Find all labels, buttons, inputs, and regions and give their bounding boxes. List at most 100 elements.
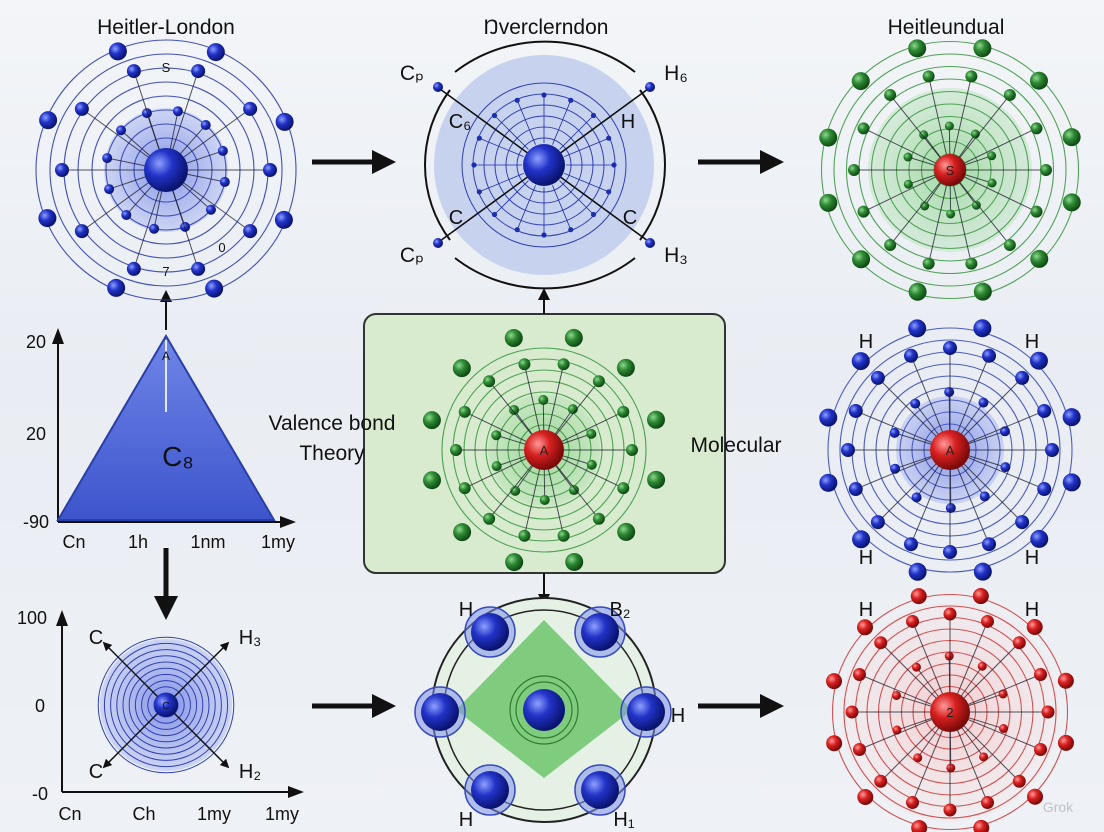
top-right-green-atom-electron xyxy=(919,130,929,140)
triangle-x-tick-1: Cn xyxy=(62,532,85,552)
valence-bond-atom-electron xyxy=(567,404,578,415)
atom-label-h-rm-tr: H xyxy=(1025,331,1039,353)
atom-label-h: H xyxy=(621,111,635,133)
center-top-bond xyxy=(439,88,545,166)
right-middle-blue-atom-electron xyxy=(851,352,870,371)
center-top-spoke xyxy=(552,185,572,230)
bottom-left-orbit xyxy=(141,680,191,730)
right-bottom-red-atom-electron xyxy=(874,636,888,650)
ring-label-0: 0 xyxy=(218,240,225,255)
heitler-london-atom-electron xyxy=(243,224,258,239)
atom-label-h-bc-bl: H xyxy=(459,809,473,831)
right-middle-blue-atom-electron xyxy=(973,319,992,338)
right-bottom-red-atom-electron xyxy=(826,735,843,752)
valence-bond-atom-electron xyxy=(491,430,502,441)
right-middle-blue-atom-electron xyxy=(911,492,922,503)
valence-bond-atom-electron xyxy=(557,529,570,542)
center-top-terminal xyxy=(433,82,443,92)
valence-bond-atom-electron xyxy=(647,470,666,489)
bottom-left-orbit xyxy=(134,673,198,737)
right-middle-blue-atom-electron xyxy=(982,348,997,363)
atom-label-h-rm-tl: H xyxy=(859,331,873,353)
atom-label-h-bc-right: H xyxy=(671,705,685,727)
right-bottom-red-atom-electron xyxy=(892,725,902,735)
bottom-left-orbit xyxy=(116,655,216,755)
heitler-london-atom-electron xyxy=(275,112,294,131)
top-right-green-atom-nucleus xyxy=(934,154,966,186)
top-right-green-atom-electron xyxy=(1003,88,1016,101)
top-right-green-atom-electron xyxy=(903,152,913,162)
right-bottom-red-atom-electron xyxy=(1012,636,1026,650)
ring-label-s: S xyxy=(162,60,171,75)
bottom-left-orbit xyxy=(97,636,235,774)
right-bottom-red-atom-electron xyxy=(946,763,956,773)
heitler-london-atom-electron xyxy=(126,64,141,79)
right-middle-blue-atom-electron xyxy=(1015,370,1030,385)
triangle-apex-label: A xyxy=(162,349,170,363)
valence-bond-atom-nucleus xyxy=(524,430,564,470)
center-top-terminal xyxy=(645,82,655,92)
heitler-london-atom-electron xyxy=(205,279,224,298)
heitler-london-atom-electron xyxy=(108,42,127,61)
valence-bond-atom-nucleus-label: A xyxy=(540,443,549,458)
center-top-orbit xyxy=(461,82,627,248)
valence-bond-atom-electron xyxy=(458,482,471,495)
top-right-green-atom-electron xyxy=(970,129,980,139)
valence-bond-atom-electron xyxy=(592,512,605,525)
bottom-left-bond-arrow xyxy=(102,704,167,769)
right-bottom-red-atom-electron xyxy=(905,796,919,810)
atom-label-cp-top: Cₚ xyxy=(400,62,424,85)
top-right-green-atom-electron xyxy=(1029,71,1048,90)
right-middle-blue-atom-electron xyxy=(1000,462,1011,473)
right-middle-blue-atom-nucleus-label: A xyxy=(946,443,955,458)
top-right-green-atom-electron xyxy=(965,70,978,83)
heitler-london-atom-electron xyxy=(200,120,211,131)
right-bottom-red-atom-electron xyxy=(944,651,954,661)
right-bottom-red-atom-electron xyxy=(910,588,927,605)
right-middle-blue-atom-electron xyxy=(1062,473,1081,492)
top-right-green-atom-electron xyxy=(946,209,956,219)
bottom-center-outer-atom xyxy=(581,771,619,809)
heitler-london-atom-electron xyxy=(141,108,152,119)
right-middle-blue-atom-nucleus xyxy=(930,430,970,470)
valence-bond-atom-electron xyxy=(538,395,549,406)
bottom-center-nucleus xyxy=(523,689,565,731)
center-top-spoke xyxy=(479,137,524,157)
valence-bond-atom-electron xyxy=(453,523,472,542)
valence-bond-atom-electron xyxy=(617,405,630,418)
bottom-left-bond-arrow xyxy=(102,641,167,706)
heitler-london-atom-electron xyxy=(180,221,191,232)
right-middle-blue-atom-orbit xyxy=(827,327,1073,573)
top-right-green-atom-electron xyxy=(1062,128,1081,147)
arrowhead-bottom-center-to-right xyxy=(760,694,784,718)
valence-bond-atom-electron xyxy=(422,411,441,430)
right-middle-blue-atom-electron xyxy=(943,341,957,355)
center-top-spoke xyxy=(516,100,536,145)
right-bottom-red-atom-electron xyxy=(1012,774,1026,788)
atom-label-c-bl-top: C xyxy=(89,627,103,649)
top-right-green-atom-electron xyxy=(971,200,981,210)
flow-arrows xyxy=(154,150,784,718)
valence-bond-atom-electron xyxy=(452,359,471,378)
valence-bond-atom-electron xyxy=(450,444,462,456)
heitler-london-atom-nucleus xyxy=(144,148,188,192)
triangle-y-tick-1: 20 xyxy=(26,332,46,352)
center-top-spoke xyxy=(552,100,572,145)
atom-label-c-left: C xyxy=(449,207,463,229)
top-right-green-atom-electron xyxy=(819,193,838,212)
right-middle-blue-atom-electron xyxy=(870,515,885,530)
right-bottom-red-atom-electron xyxy=(973,819,990,832)
arrowhead-triangle-down xyxy=(154,596,178,620)
top-right-green-atom-electron xyxy=(908,39,927,58)
center-top-spoke xyxy=(479,173,524,193)
molecular-label: Molecular xyxy=(690,434,781,457)
bottom-y-tick-1: 100 xyxy=(17,608,47,628)
bottom-x-tick-1: Cn xyxy=(58,804,81,824)
top-right-green-atom-electron xyxy=(819,128,838,147)
bottom-left-bond-arrow xyxy=(165,704,230,769)
top-right-green-atom-bond xyxy=(863,169,951,213)
center-top-spoke xyxy=(559,115,594,150)
valence-bond-atom-electron xyxy=(510,485,521,496)
bottom-left-orbit xyxy=(110,649,222,761)
center-top-terminal xyxy=(433,238,443,248)
